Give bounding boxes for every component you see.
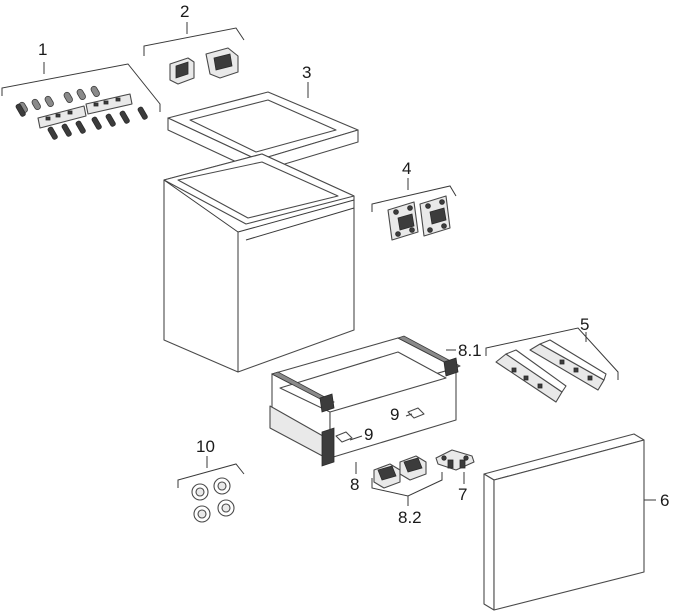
part-4-mounting-plates [371, 178, 457, 241]
part-7-clip-set [435, 449, 475, 484]
callout-7: 7 [458, 485, 467, 504]
group-bracket-5 [485, 327, 619, 380]
part-8-2-clips [371, 455, 443, 506]
part-2-brackets [143, 22, 245, 85]
group-bracket-1 [1, 63, 161, 112]
callout-1: 1 [38, 40, 47, 59]
callout-8: 8 [350, 475, 359, 494]
callout-labels: 1 2 3 4 5 6 7 8 8.1 8.2 9 9 10 [38, 2, 669, 527]
callout-6: 6 [660, 491, 669, 510]
callout-3: 3 [302, 63, 311, 82]
callout-4: 4 [402, 159, 411, 178]
group-bracket-2 [143, 27, 245, 56]
callout-9-upper: 9 [390, 405, 399, 424]
leader-line-9b [405, 413, 413, 417]
callout-8-1: 8.1 [458, 341, 482, 360]
part-1-fixing-set [1, 62, 161, 140]
callout-9-lower: 9 [364, 425, 373, 444]
callout-2: 2 [180, 2, 189, 21]
leader-line-9a [349, 435, 363, 441]
part-8-drawer [269, 335, 461, 474]
group-bracket-10 [177, 463, 245, 488]
part-5-runners [485, 327, 619, 403]
part-3-top-frame [167, 82, 359, 173]
part-6-drawer-front [483, 433, 656, 611]
part-10-feet [177, 456, 245, 523]
cabinet-body [163, 153, 355, 373]
callout-5: 5 [580, 315, 589, 334]
callout-10: 10 [196, 437, 215, 456]
group-bracket-4 [371, 185, 457, 212]
callout-8-2: 8.2 [398, 508, 422, 527]
